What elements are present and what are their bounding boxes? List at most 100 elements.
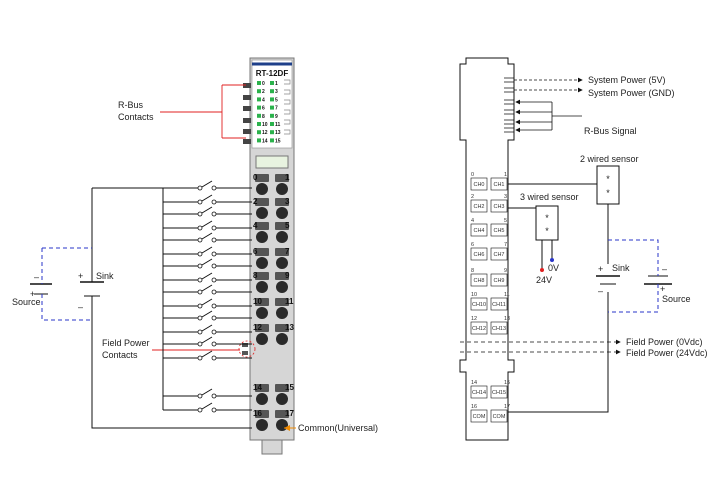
terminal-screw xyxy=(276,419,288,431)
terminal-slot xyxy=(275,298,289,306)
led-indicator xyxy=(270,105,274,110)
right-sink-minus: – xyxy=(598,286,603,296)
terminal-screw xyxy=(276,307,288,319)
right-source-label: Source xyxy=(662,294,691,304)
two-wired-sensor-box xyxy=(596,165,620,205)
switch-contact xyxy=(197,289,203,295)
switch-contact xyxy=(197,185,203,191)
terminal-number: 5 xyxy=(285,221,290,230)
channel-box xyxy=(490,297,508,311)
terminal-screw xyxy=(256,207,268,219)
channel-label: CH6 xyxy=(473,252,484,258)
channel-number: 7 xyxy=(504,242,507,248)
terminal-screw xyxy=(276,231,288,243)
led-indicator xyxy=(257,81,261,85)
switch-contact xyxy=(211,303,217,309)
terminal-number: 6 xyxy=(253,247,258,256)
led-label: 1 xyxy=(275,81,278,87)
led-indicator xyxy=(257,89,261,94)
channel-number: 5 xyxy=(504,218,507,224)
channel-label: CH8 xyxy=(473,278,484,284)
module-foot xyxy=(261,439,283,455)
channel-label: COM xyxy=(493,414,506,420)
led-indicator xyxy=(257,97,261,102)
channel-number: 11 xyxy=(504,292,510,298)
terminal-slot xyxy=(255,198,269,206)
two-wired-sensor-dot2: * xyxy=(606,188,610,198)
channel-box xyxy=(490,321,508,335)
channel-number: 2 xyxy=(471,194,474,200)
terminal-screw xyxy=(256,257,268,269)
led-label: 2 xyxy=(262,89,265,95)
channel-label: CH14 xyxy=(472,390,486,396)
two-wired-sensor-dot1: * xyxy=(606,174,610,184)
switch-contact xyxy=(211,211,217,217)
channel-number: 3 xyxy=(504,194,507,200)
left-sink-minus: – xyxy=(78,302,83,312)
rbus-signal-arrows xyxy=(515,99,582,133)
field-power-pin-1 xyxy=(242,343,248,347)
channel-number: 8 xyxy=(471,268,474,274)
led-label: 15 xyxy=(275,138,281,144)
switch-contact xyxy=(197,251,203,257)
terminal-screw xyxy=(276,183,288,195)
field-power-label-line2: Contacts xyxy=(102,350,138,360)
terminal-slot xyxy=(275,324,289,332)
terminal-slot xyxy=(255,272,269,280)
switch-blade xyxy=(201,246,213,254)
switch-contact xyxy=(197,341,203,347)
terminal-number: 2 xyxy=(253,197,258,206)
three-wired-sensor-wiring xyxy=(508,207,553,268)
channel-label: CH4 xyxy=(473,228,484,234)
led-indicator xyxy=(257,113,261,118)
switch-contact xyxy=(211,341,217,347)
switch-contact xyxy=(211,225,217,231)
terminal-screw xyxy=(276,333,288,345)
switch-blade xyxy=(201,206,213,214)
channel-box xyxy=(470,409,488,423)
terminal-screw xyxy=(256,183,268,195)
source-dashed-wiring xyxy=(41,247,92,321)
rbus-pin xyxy=(243,83,251,88)
right-source-minus: – xyxy=(662,264,667,274)
switch-blade xyxy=(201,232,213,240)
channel-number: 13 xyxy=(504,316,510,322)
three-wired-sensor-dot1: * xyxy=(545,213,549,223)
rbus-pin xyxy=(243,106,251,111)
channel-number: 9 xyxy=(504,268,507,274)
switch-blade xyxy=(201,272,213,280)
terminal-slot xyxy=(255,174,269,182)
terminal-number: 17 xyxy=(285,409,294,418)
right-module: CH00CH11CH22CH33CH44CH55CH66CH77CH88CH99… xyxy=(459,57,515,441)
rbus-leader-line xyxy=(160,84,246,139)
terminal-screw xyxy=(276,281,288,293)
channel-number: 0 xyxy=(471,172,474,178)
terminal-number: 12 xyxy=(253,323,262,332)
channel-box xyxy=(490,409,508,423)
channel-box xyxy=(470,199,488,213)
switch-contact xyxy=(211,393,217,399)
led-indicator xyxy=(257,122,261,126)
terminal-slot xyxy=(275,272,289,280)
left-supply xyxy=(30,187,252,429)
three-wired-sensor-box xyxy=(535,205,559,241)
left-source-minus: – xyxy=(34,272,39,282)
led-label: 6 xyxy=(262,106,265,112)
switch-blade xyxy=(201,220,213,228)
terminal-slot xyxy=(275,198,289,206)
switch-contact xyxy=(197,263,203,269)
common-label: Common(Universal) xyxy=(298,423,378,433)
channel-label: CH11 xyxy=(492,302,506,308)
field-power-lines xyxy=(460,339,621,355)
terminal-screw xyxy=(256,281,268,293)
terminal-slot xyxy=(255,222,269,230)
switch-blade xyxy=(201,336,213,344)
switch-blade xyxy=(201,180,213,188)
led-indicator xyxy=(257,138,261,143)
led-label: 9 xyxy=(275,114,278,120)
led-label: 11 xyxy=(275,122,281,128)
two-wired-sensor-wiring xyxy=(508,183,609,413)
channel-number: 6 xyxy=(471,242,474,248)
switch-blade xyxy=(201,310,213,318)
switch-contact xyxy=(211,289,217,295)
